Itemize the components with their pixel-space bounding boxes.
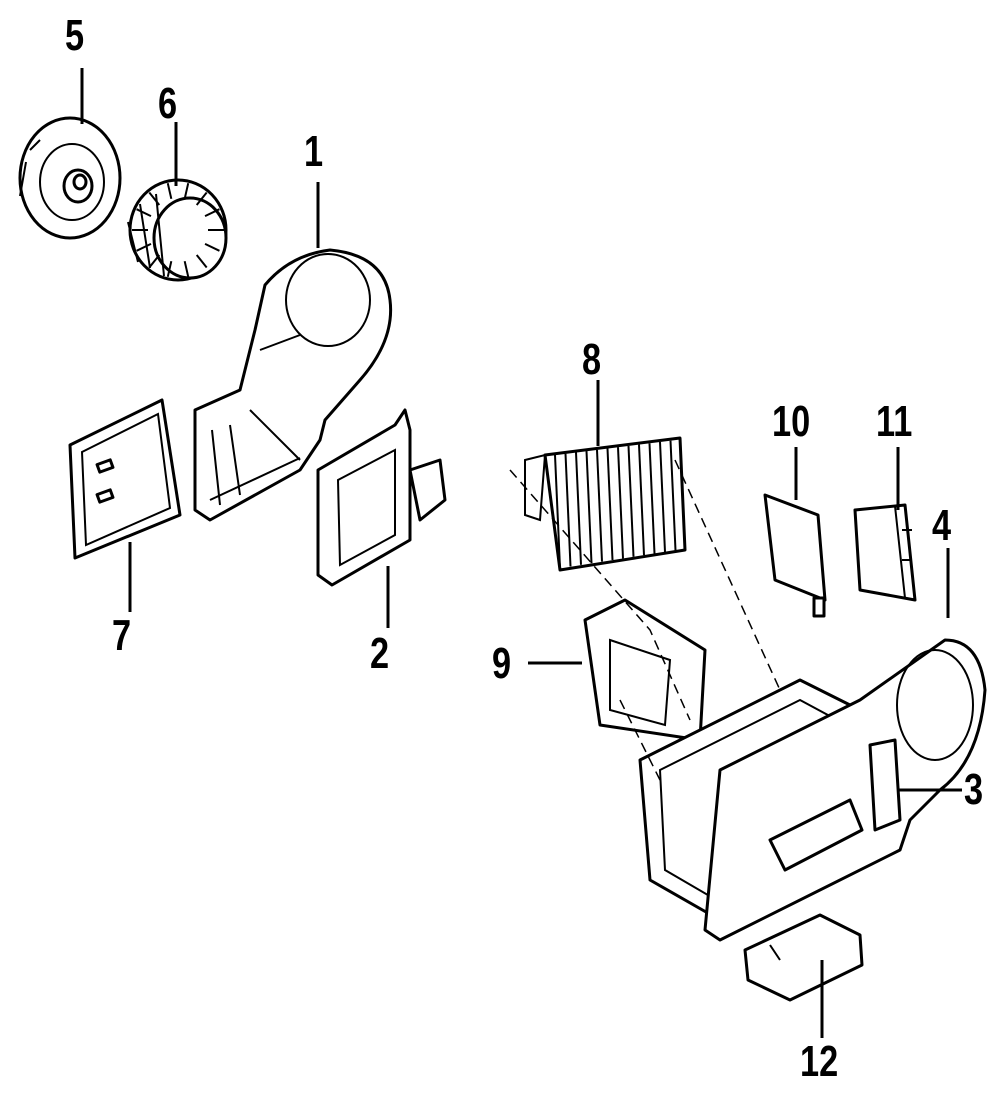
- leader-lines: [80, 68, 962, 1038]
- core-fin: [606, 448, 614, 561]
- wheel-fin: [183, 260, 190, 278]
- wheel-fin: [166, 260, 173, 278]
- core-fin: [648, 443, 656, 554]
- wheel-fin: [195, 254, 208, 269]
- core-fin: [585, 451, 593, 564]
- callout-1: 1: [304, 127, 324, 176]
- wheel-fin: [183, 182, 190, 200]
- callout-8: 8: [582, 335, 602, 384]
- wheel-fin: [136, 242, 152, 252]
- core-fin: [627, 445, 635, 557]
- wheel-fin: [195, 191, 208, 206]
- callout-9: 9: [492, 639, 512, 688]
- motor-gasket: [68, 398, 182, 560]
- case-cover: [743, 913, 864, 1002]
- core-fin: [564, 453, 572, 567]
- callout-4: 4: [932, 501, 952, 550]
- resistor: [853, 503, 917, 602]
- case-gasket: [316, 408, 447, 587]
- wheel-fin: [204, 242, 220, 252]
- callout-3: 3: [964, 765, 984, 814]
- core-bracket: [583, 598, 707, 742]
- core-fin: [554, 454, 561, 569]
- blower-motor: [18, 116, 122, 240]
- alignment-lines: [509, 459, 781, 781]
- wheel-fin: [166, 182, 173, 200]
- evaporator-case: [638, 638, 987, 942]
- callout-12: 12: [800, 1037, 839, 1086]
- callout-10: 10: [772, 397, 811, 446]
- switch: [763, 493, 827, 618]
- core-fin: [669, 440, 677, 551]
- core-fin: [575, 452, 582, 565]
- core-fin: [617, 447, 624, 559]
- callout-6: 6: [158, 79, 178, 128]
- callout-11: 11: [876, 397, 913, 446]
- callout-5: 5: [65, 11, 85, 60]
- wheel-fin: [148, 254, 161, 269]
- wheel-fin: [204, 208, 220, 218]
- core-fin: [596, 449, 603, 562]
- callout-2: 2: [370, 629, 390, 678]
- core-fin: [659, 441, 666, 553]
- evaporator-core: [524, 436, 687, 572]
- blower-case: [193, 248, 393, 522]
- blower-wheel: [127, 178, 228, 282]
- core-fin: [638, 444, 645, 556]
- wheel-fin: [136, 208, 152, 218]
- callout-7: 7: [112, 611, 132, 660]
